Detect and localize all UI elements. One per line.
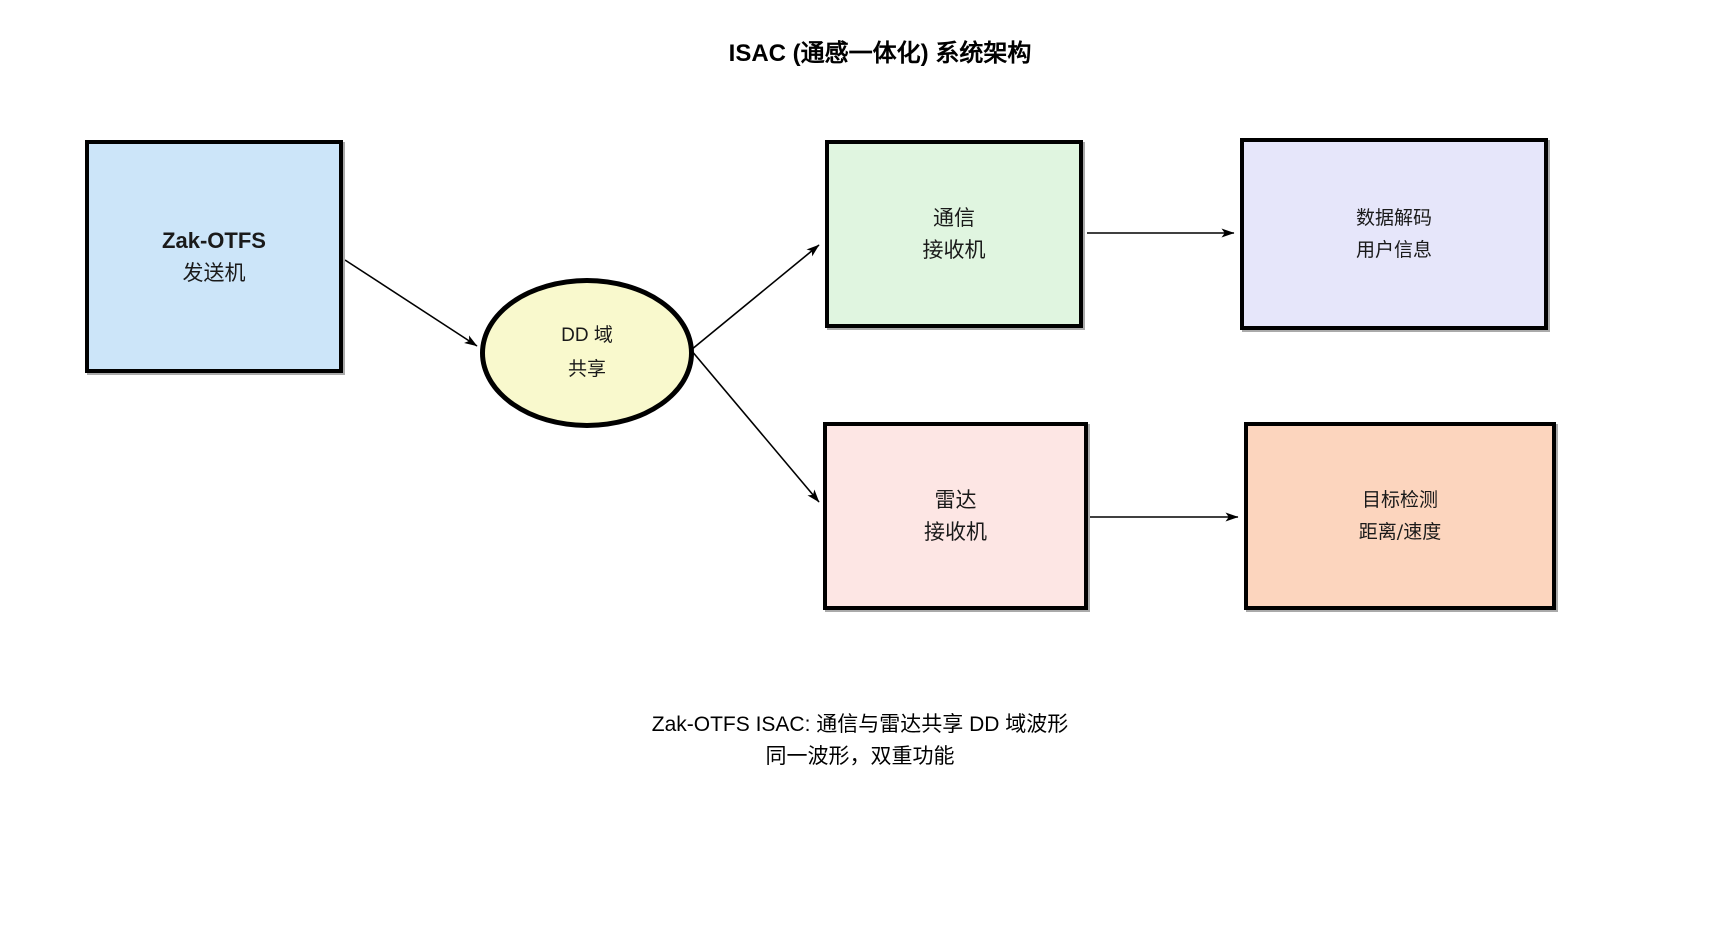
target-detection-label-line1: 目标检测 xyxy=(1361,489,1438,511)
data-decoding-label-line2: 用户信息 xyxy=(1355,239,1432,261)
node-data-decoding: 数据解码 用户信息 xyxy=(1240,138,1548,330)
diagram-caption: Zak-OTFS ISAC: 通信与雷达共享 DD 域波形 同一波形，双重功能 xyxy=(652,709,1069,773)
target-detection-label-line2: 距离/速度 xyxy=(1358,521,1442,543)
arrow-transmitter-to-dd xyxy=(344,259,478,347)
caption-line2: 同一波形，双重功能 xyxy=(765,745,955,768)
radar-receiver-label-line1: 雷达 xyxy=(934,488,977,512)
arrow-dd-to-comm-receiver xyxy=(690,244,820,351)
node-zak-otfs-transmitter: Zak-OTFS 发送机 xyxy=(85,140,343,373)
comm-receiver-label-line2: 接收机 xyxy=(922,238,986,262)
dd-sharing-label-line2: 共享 xyxy=(567,359,606,380)
caption-line1: Zak-OTFS ISAC: 通信与雷达共享 DD 域波形 xyxy=(651,713,1069,736)
node-target-detection: 目标检测 距离/速度 xyxy=(1244,422,1556,610)
transmitter-label-line1: Zak-OTFS xyxy=(162,227,266,253)
radar-receiver-label-line2: 接收机 xyxy=(924,520,987,544)
diagram-title: ISAC (通感一体化) 系统架构 xyxy=(728,40,1032,67)
node-radar-receiver: 雷达 接收机 xyxy=(823,422,1088,610)
node-dd-domain-sharing: DD 域 共享 xyxy=(480,278,694,428)
data-decoding-label-line1: 数据解码 xyxy=(1355,207,1432,229)
dd-sharing-label-line1: DD 域 xyxy=(561,325,613,346)
node-comm-receiver: 通信 接收机 xyxy=(825,140,1083,328)
comm-receiver-label-line1: 通信 xyxy=(933,206,975,230)
transmitter-label-line2: 发送机 xyxy=(182,260,246,285)
arrow-dd-to-radar-receiver xyxy=(690,349,820,503)
